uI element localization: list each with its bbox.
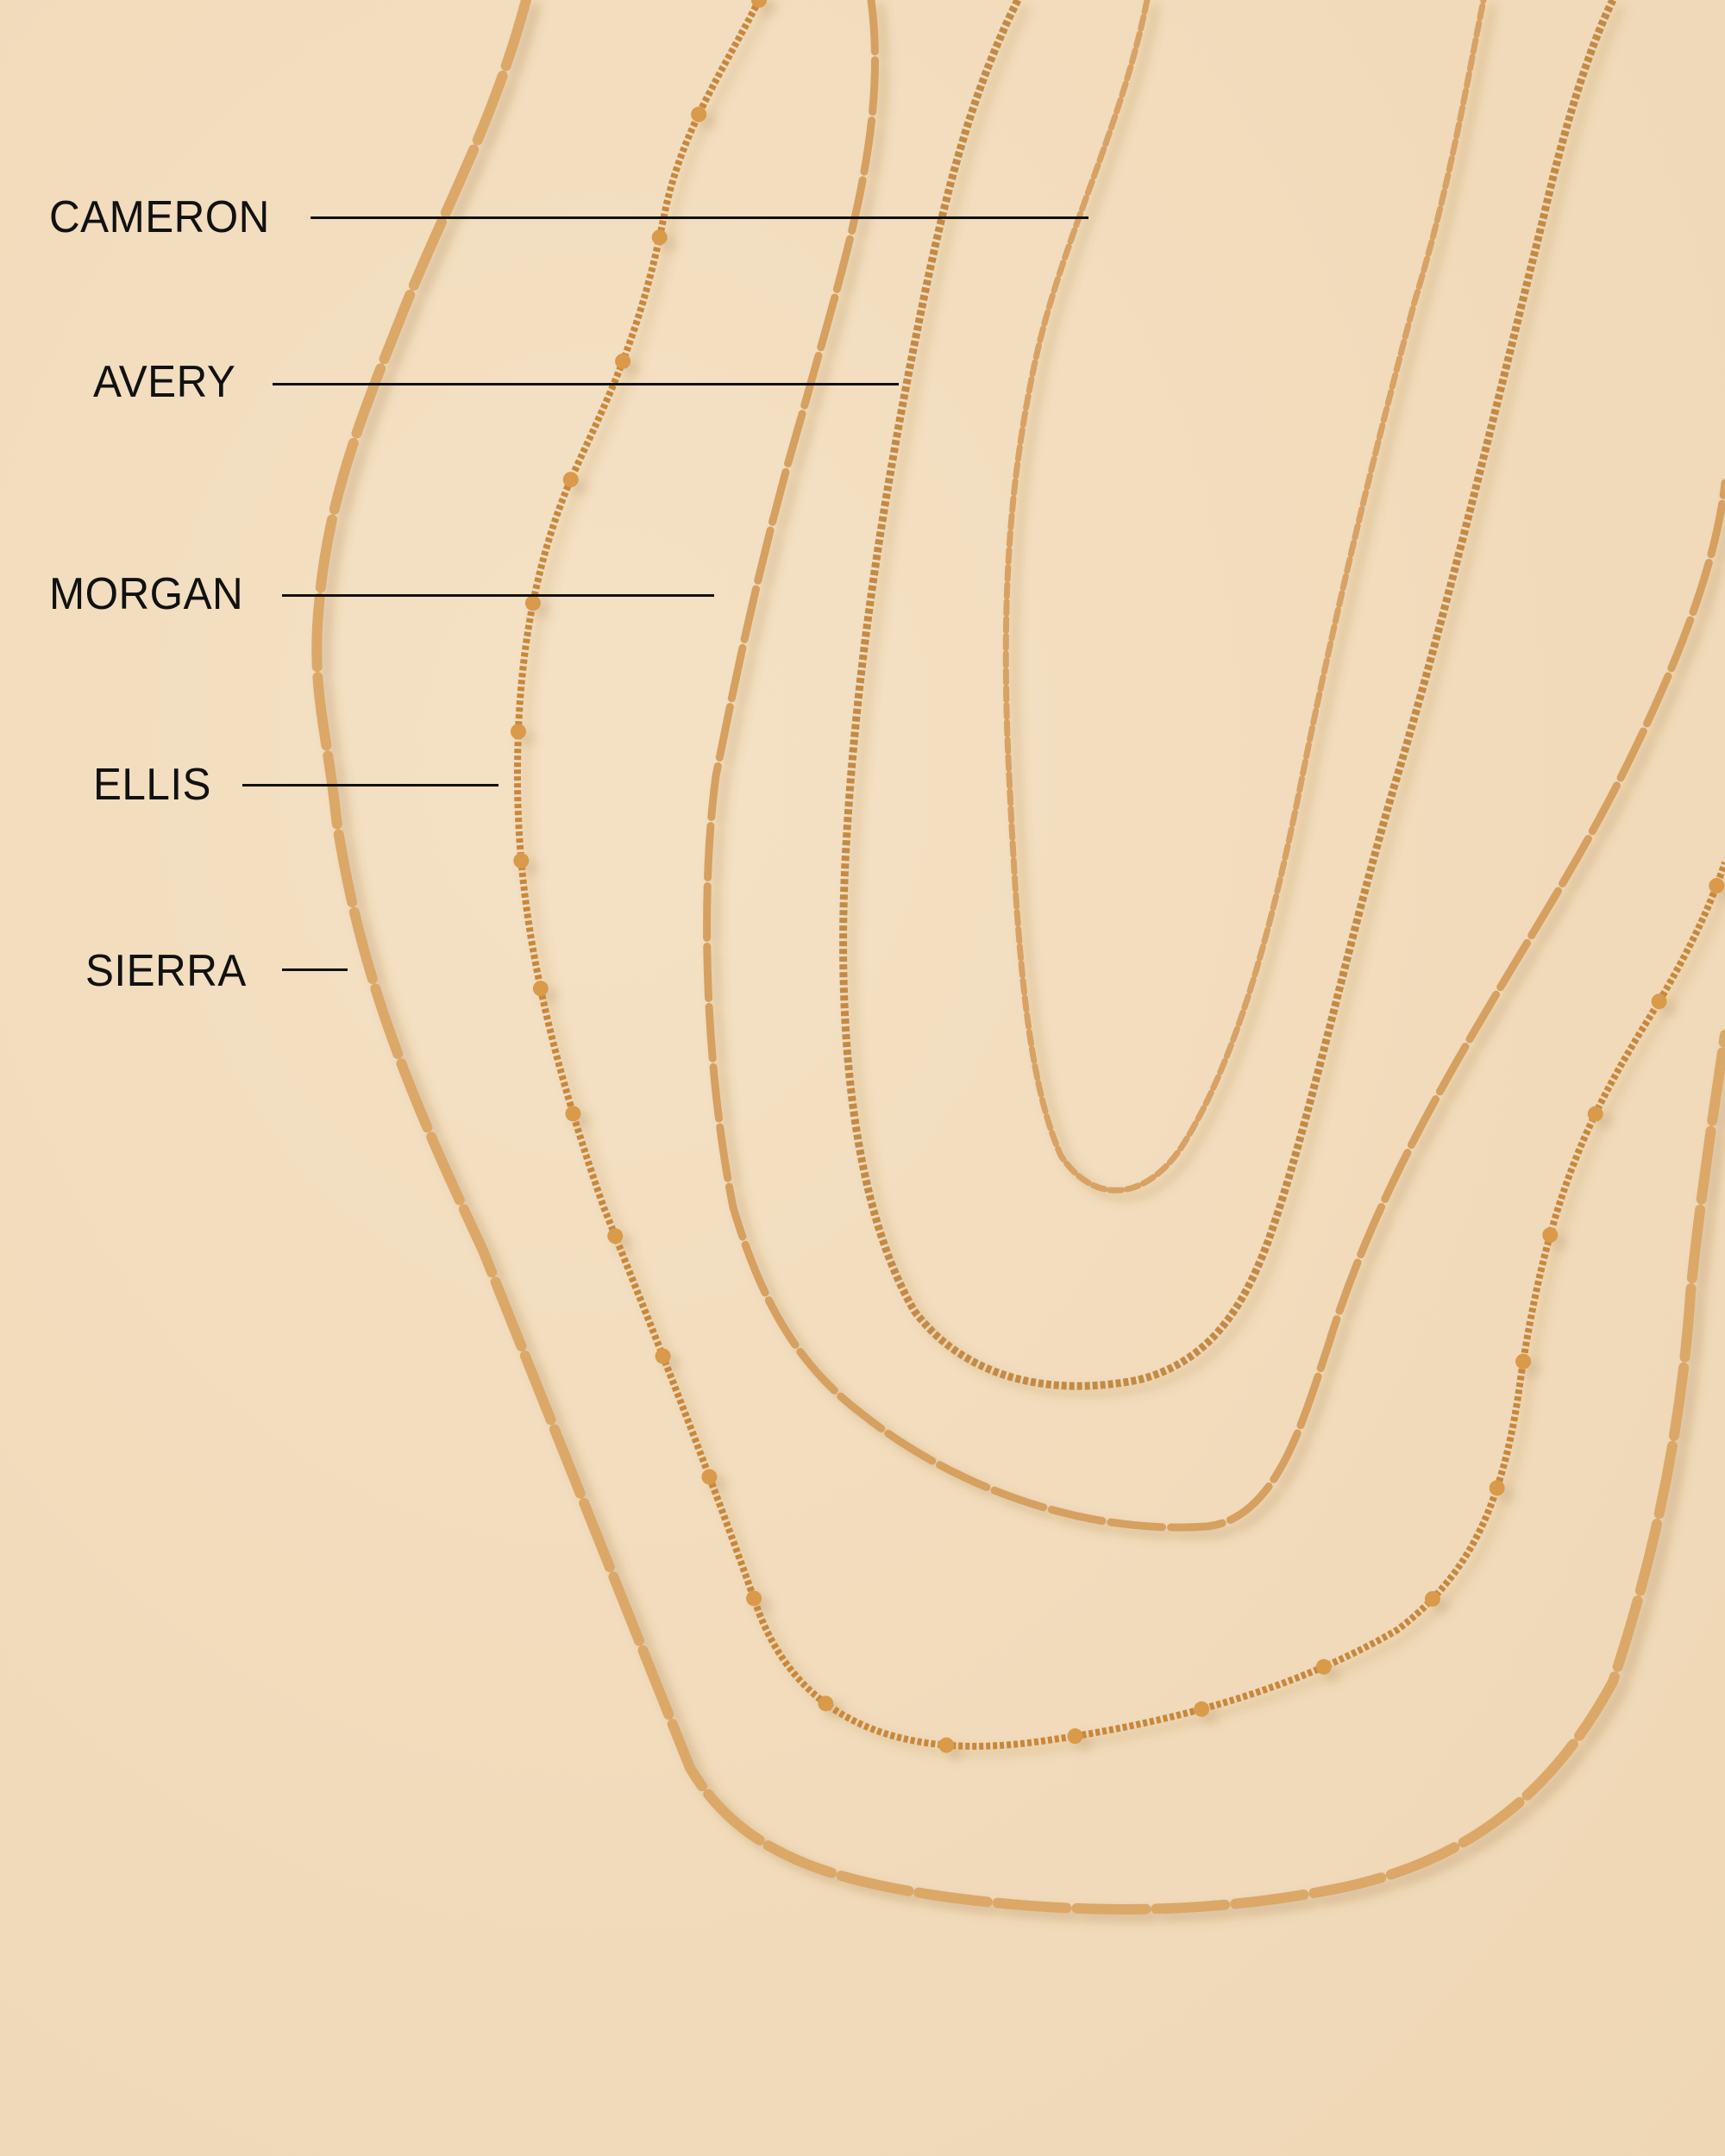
leader-line-avery — [273, 383, 899, 385]
label-cameron: CAMERON — [49, 192, 270, 242]
leader-line-ellis — [242, 784, 499, 787]
chain-avery — [839, 0, 1617, 1390]
leader-line-morgan — [282, 594, 714, 597]
chain-sierra — [311, 0, 1725, 1915]
chain-morgan — [703, 0, 1725, 1532]
chain-ellis — [509, 0, 1725, 1754]
label-avery: AVERY — [93, 357, 236, 407]
leader-line-sierra — [282, 968, 348, 971]
label-morgan: MORGAN — [49, 569, 244, 619]
label-sierra: SIERRA — [85, 946, 247, 996]
label-ellis: ELLIS — [93, 760, 211, 810]
chain-cameron — [1002, 0, 1487, 1194]
leader-line-cameron — [310, 216, 1088, 219]
